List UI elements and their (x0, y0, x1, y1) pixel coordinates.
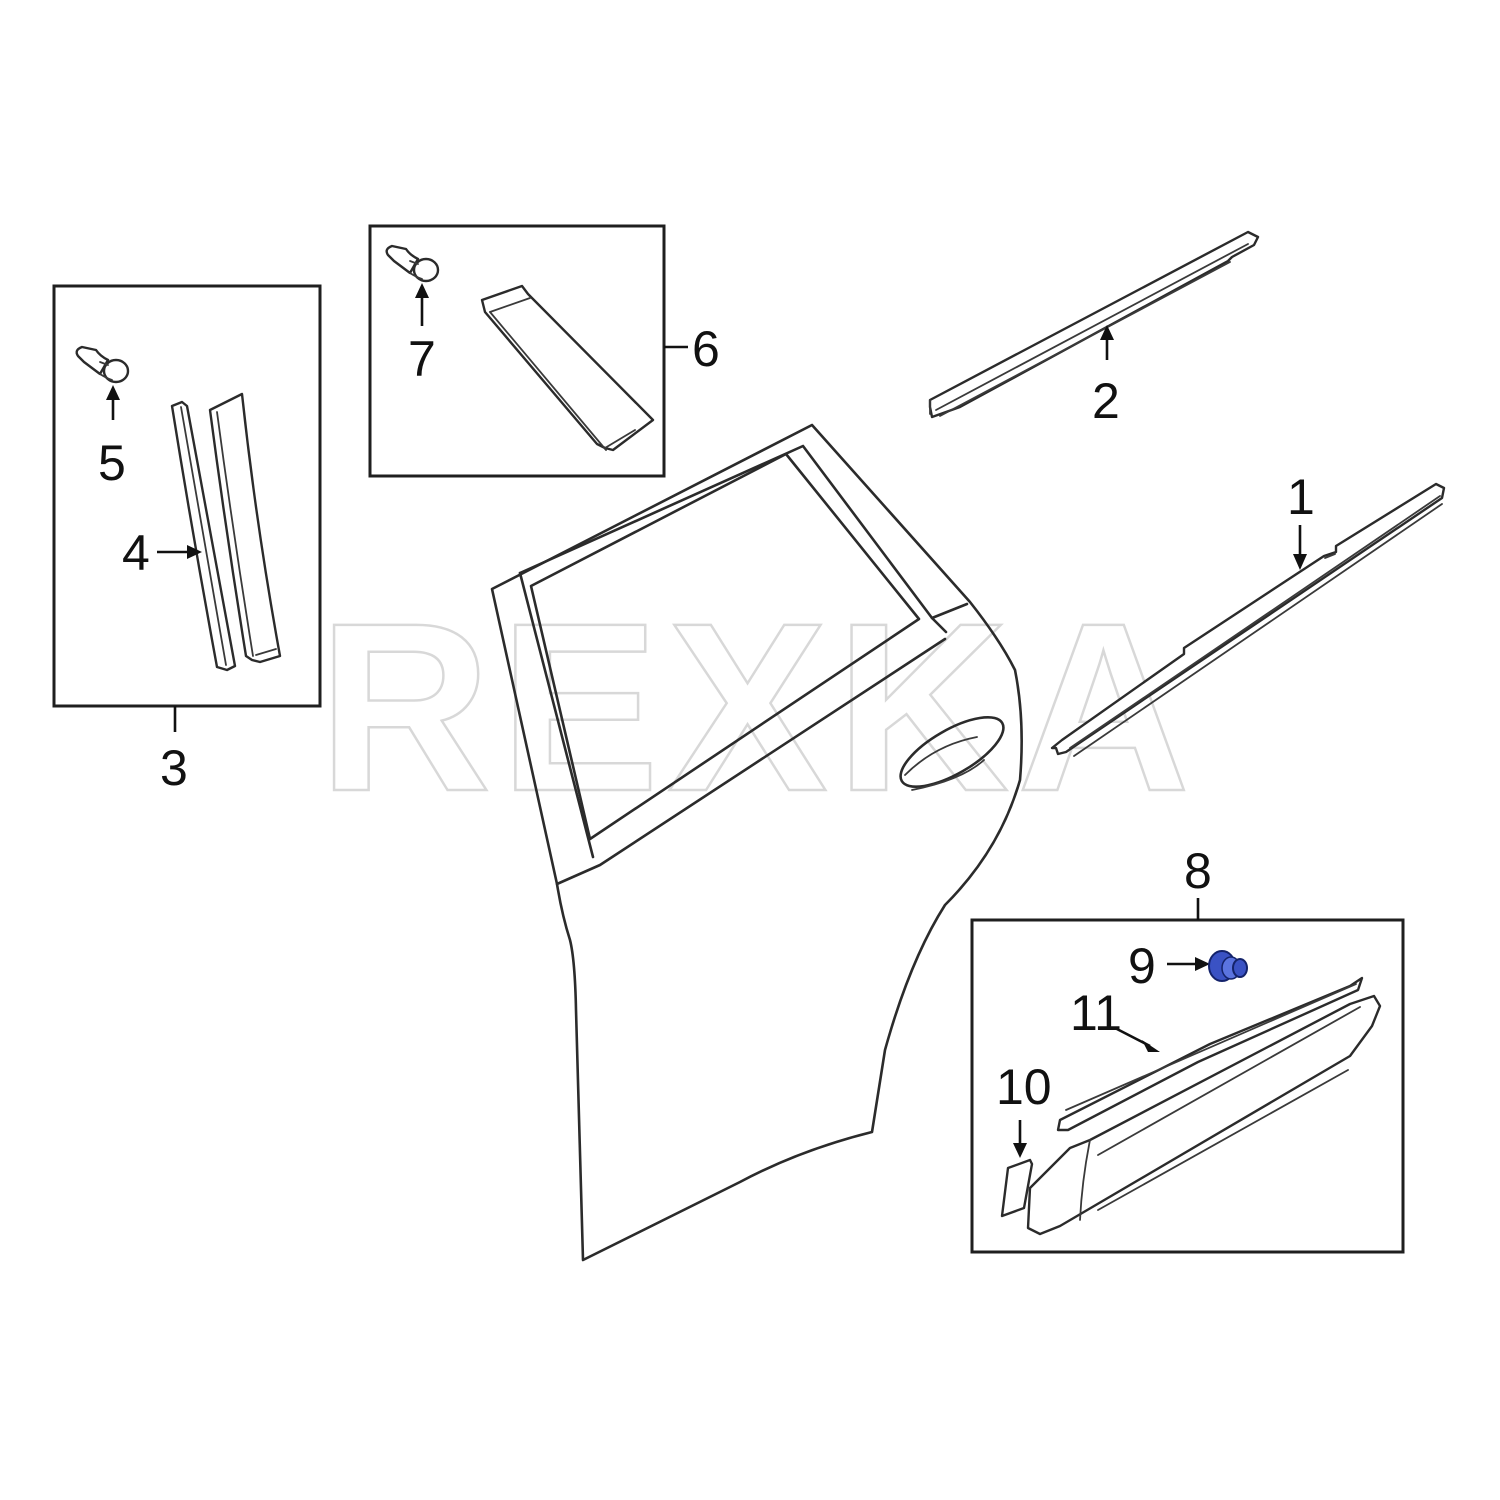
body-side-molding-panel[interactable] (1026, 994, 1382, 1236)
callout-7[interactable]: 7 (408, 331, 436, 387)
seal-strip-4[interactable] (170, 400, 237, 672)
molding-tape-10[interactable] (1000, 1158, 1034, 1218)
callout-4[interactable]: 4 (122, 525, 150, 581)
belt-molding-2[interactable] (928, 230, 1260, 419)
applique-panel-3[interactable] (208, 392, 282, 664)
body-side-molding-11[interactable] (1056, 976, 1364, 1132)
callout-11[interactable]: 11 (1070, 985, 1122, 1041)
callout-10[interactable]: 10 (996, 1059, 1052, 1115)
callout-9[interactable]: 9 (1128, 938, 1156, 994)
callout-8[interactable]: 8 (1184, 843, 1212, 899)
clip-5-icon[interactable] (75, 345, 130, 384)
applique-panel-6[interactable] (480, 284, 655, 452)
rear-door-outline (490, 423, 1023, 1262)
group-6-box: 6 7 (368, 224, 720, 478)
clip-7-icon[interactable] (385, 244, 440, 283)
callout-2[interactable]: 2 (1092, 373, 1120, 429)
callout-1[interactable]: 1 (1287, 469, 1315, 525)
belt-molding-1[interactable] (1050, 482, 1446, 757)
callout-3[interactable]: 3 (160, 740, 188, 796)
group-8-box: 8 9 11 10 (970, 843, 1405, 1254)
callout-5[interactable]: 5 (98, 435, 126, 491)
group-3-box: 3 5 4 (52, 284, 322, 796)
callout-6[interactable]: 6 (692, 321, 720, 377)
watermark-text: REXKA (318, 573, 1198, 841)
highlighted-clip-9-icon[interactable] (1208, 950, 1248, 982)
